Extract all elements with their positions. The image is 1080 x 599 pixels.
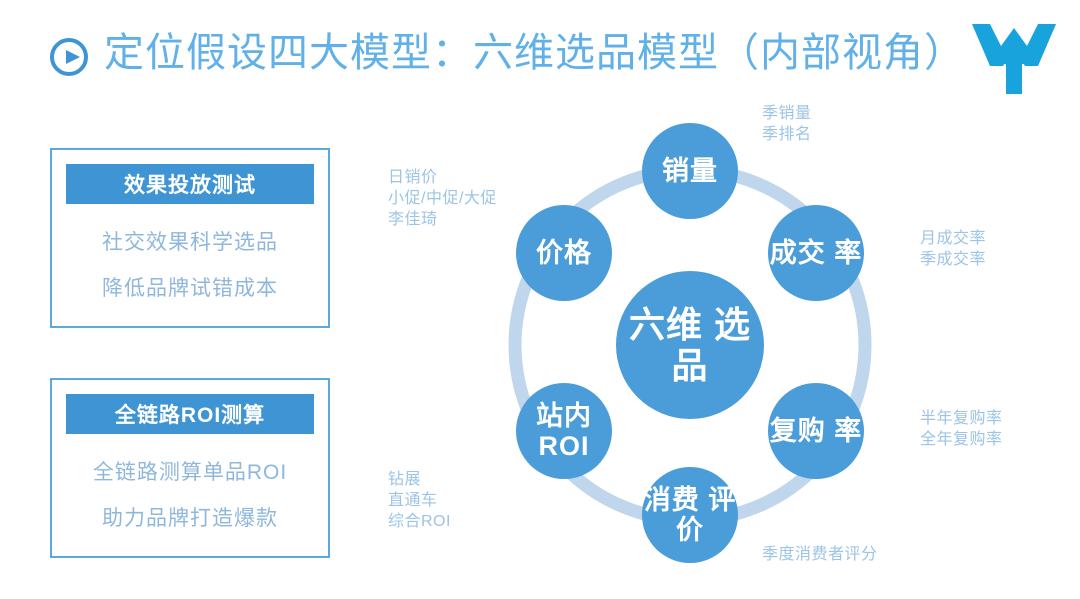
- card-line: 降低品牌试错成本: [102, 277, 278, 300]
- card-title: 效果投放测试: [66, 164, 314, 204]
- node-consumer-review[interactable]: 消费 评价: [642, 467, 738, 563]
- info-card-effect-test: 效果投放测试 社交效果科学选品 降低品牌试错成本: [50, 148, 330, 328]
- annotation-consumer-review: 季度消费者评分: [762, 546, 878, 563]
- brand-logo-icon: [972, 24, 1056, 94]
- slide-header: 定位假设四大模型：六维选品模型（内部视角）: [0, 0, 1080, 100]
- node-center-six-dimension: 六维 选品: [616, 271, 764, 419]
- page-title: 定位假设四大模型：六维选品模型（内部视角）: [104, 31, 965, 75]
- annotation-onsite-roi: 钻展 直通车 综合ROI: [388, 471, 451, 530]
- node-repurchase-rate[interactable]: 复购 率: [768, 383, 864, 479]
- card-body: 社交效果科学选品 降低品牌试错成本: [52, 204, 328, 312]
- play-triangle-icon: [66, 50, 80, 64]
- node-onsite-roi[interactable]: 站内 ROI: [516, 383, 612, 479]
- play-circle-icon: [50, 38, 88, 76]
- info-card-roi-calc: 全链路ROI测算 全链路测算单品ROI 助力品牌打造爆款: [50, 378, 330, 558]
- card-title: 全链路ROI测算: [66, 394, 314, 434]
- annotation-price: 日销价 小促/中促/大促 李佳琦: [388, 169, 497, 228]
- node-sales-volume[interactable]: 销量: [642, 123, 738, 219]
- annotation-sales-volume: 季销量 季排名: [762, 105, 812, 143]
- card-line: 助力品牌打造爆款: [102, 507, 278, 530]
- annotation-repurchase-rate: 半年复购率 全年复购率: [920, 410, 1003, 448]
- node-price[interactable]: 价格: [516, 205, 612, 301]
- card-body: 全链路测算单品ROI 助力品牌打造爆款: [52, 434, 328, 542]
- six-dimension-diagram: 销量 成交 率 复购 率 消费 评价 站内 ROI 价格 六维 选品: [470, 105, 930, 585]
- annotation-conversion-rate: 月成交率 季成交率: [920, 230, 987, 268]
- card-line: 社交效果科学选品: [102, 231, 278, 254]
- card-line: 全链路测算单品ROI: [92, 461, 288, 484]
- node-conversion-rate[interactable]: 成交 率: [768, 205, 864, 301]
